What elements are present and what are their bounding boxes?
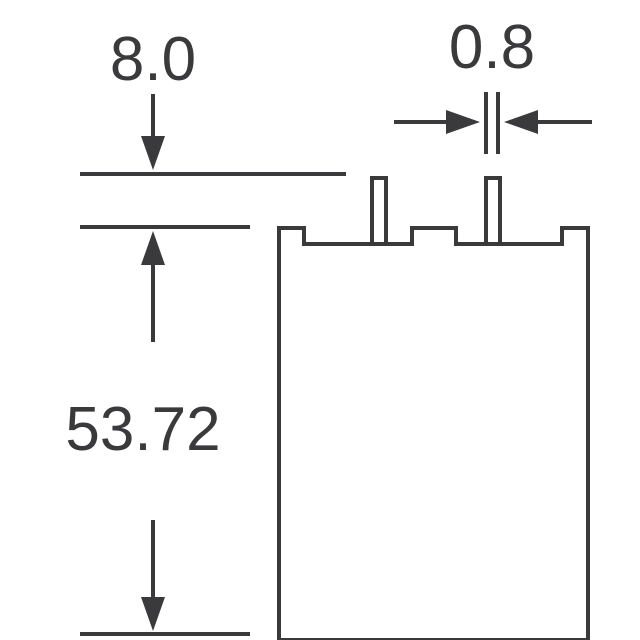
dimension-label-body-height: 53.72 xyxy=(65,395,220,464)
pin-width-right-arrow xyxy=(504,110,592,134)
pin-width-left-arrow xyxy=(394,110,480,134)
body-height-upper-arrow xyxy=(141,231,165,342)
capacitor-body xyxy=(277,226,590,640)
dimension-label-top-offset: 8.0 xyxy=(110,25,196,94)
left-pin xyxy=(370,176,388,246)
dimension-label-pin-width: 0.8 xyxy=(449,13,535,82)
top-offset-dimension-arrow xyxy=(141,94,165,170)
right-pin xyxy=(484,176,502,246)
body-height-lower-arrow xyxy=(141,520,165,631)
